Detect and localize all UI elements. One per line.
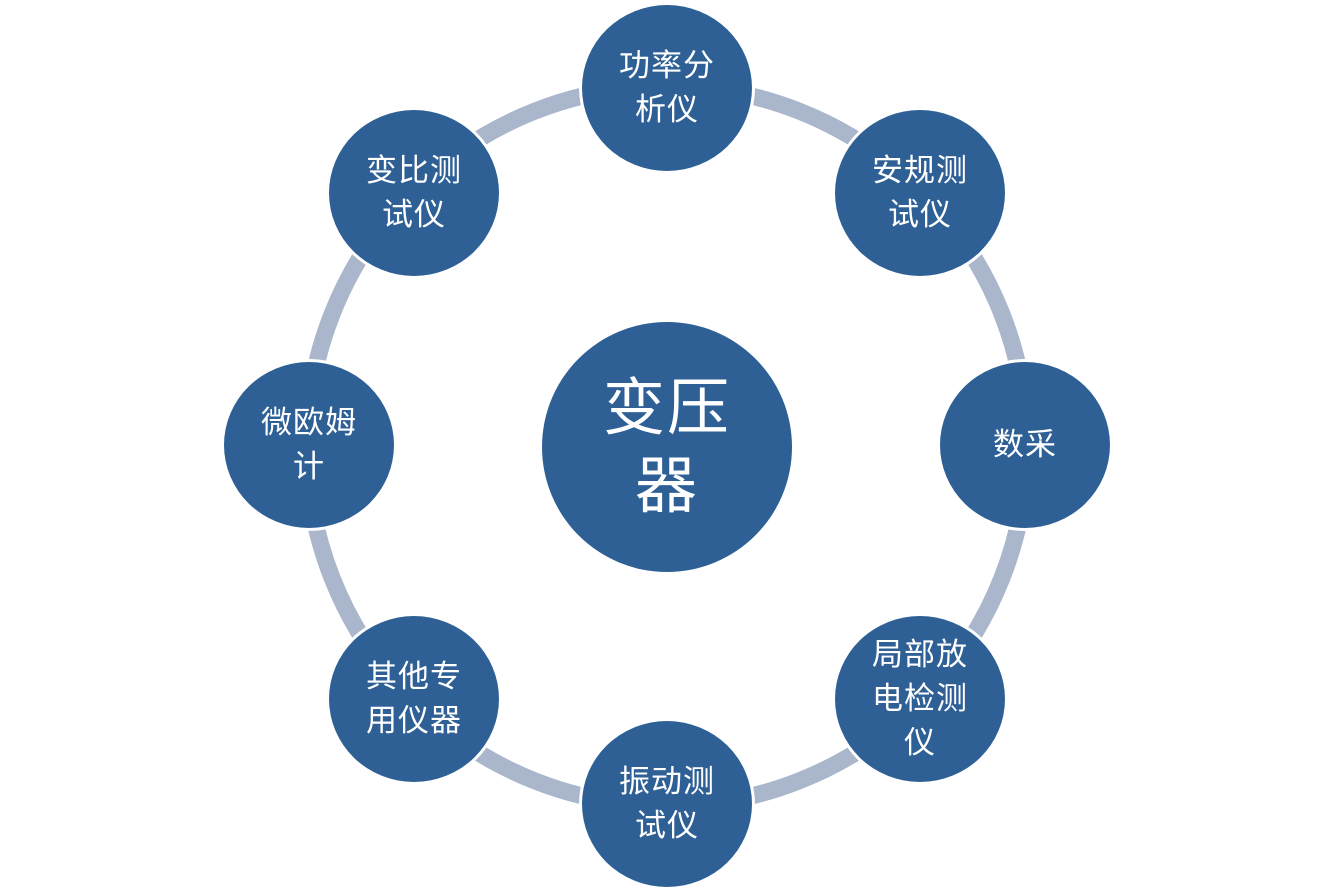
node-label: 振动测 试仪: [619, 764, 715, 844]
node-power-analyzer: 功率分 析仪: [579, 2, 755, 174]
node-label: 数采: [993, 427, 1057, 463]
node-other-instruments: 其他专 用仪器: [326, 613, 502, 785]
node-micro-ohmmeter: 微欧姆 计: [221, 359, 397, 531]
node-data-acquisition: 数采: [937, 359, 1113, 531]
node-label: 其他专 用仪器: [366, 659, 462, 739]
center-node-transformer: 变压 器: [542, 322, 792, 572]
node-label: 安规测 试仪: [872, 153, 968, 233]
node-ratio-tester: 变比测 试仪: [326, 107, 502, 279]
node-label: 局部放 电检测 仪: [872, 637, 968, 761]
node-label: 功率分 析仪: [619, 48, 715, 128]
node-vibration-tester: 振动测 试仪: [579, 718, 755, 890]
node-label: 微欧姆 计: [261, 405, 357, 485]
node-label: 变比测 试仪: [366, 153, 462, 233]
node-safety-tester: 安规测 试仪: [832, 107, 1008, 279]
node-partial-discharge-tester: 局部放 电检测 仪: [832, 613, 1008, 785]
center-label: 变压 器: [602, 371, 731, 522]
